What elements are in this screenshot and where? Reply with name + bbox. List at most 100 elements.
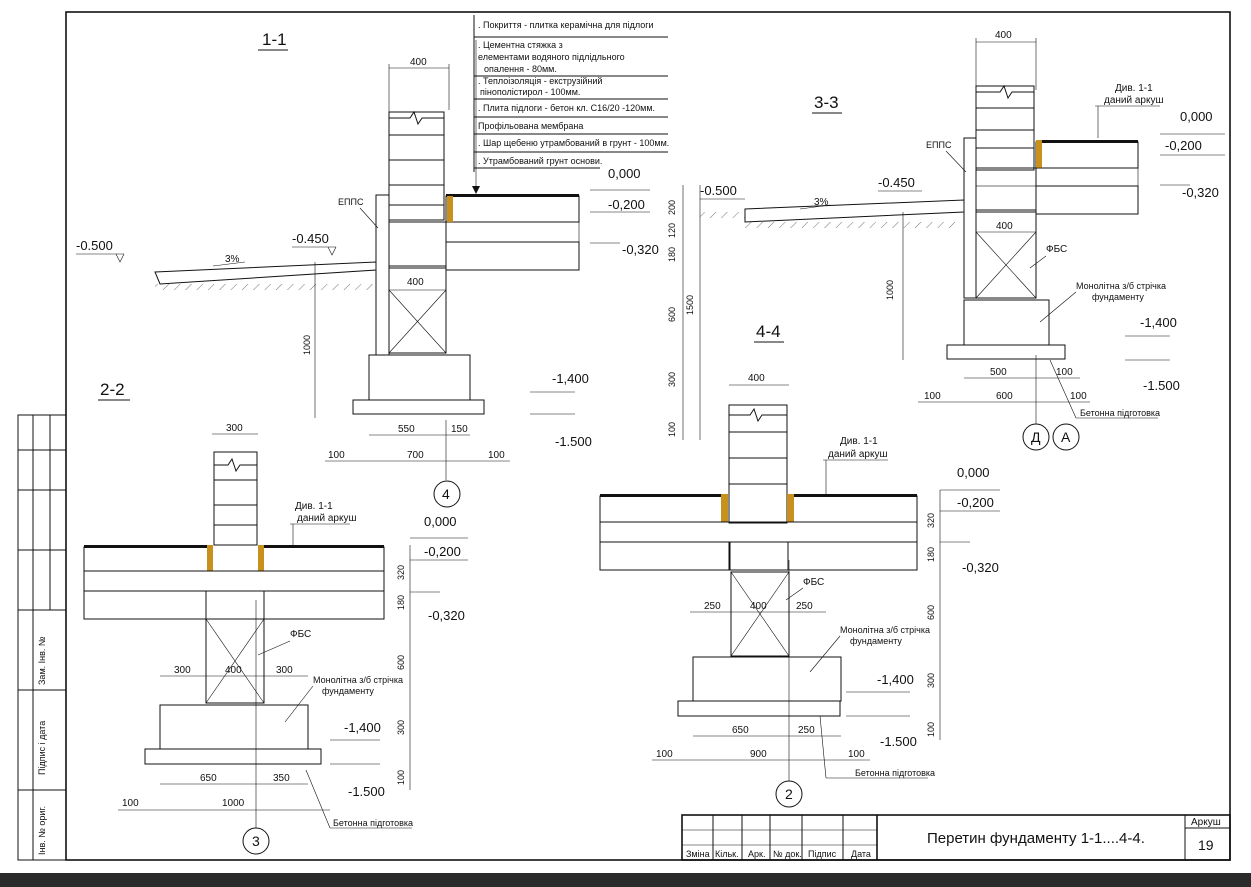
fbs-width-400: 400 xyxy=(407,277,424,288)
fbs-width-400: 400 xyxy=(996,221,1013,232)
title-block: Зміна Кільк. Арк. № док. Підпис Дата Пер… xyxy=(681,814,1231,861)
stamp-col-ark: Арк. xyxy=(748,849,765,859)
dim-650: 650 xyxy=(732,725,749,736)
lvl-0450: -0.450 xyxy=(292,231,329,246)
dim-180: 180 xyxy=(926,547,936,562)
legend-line-9: . Шар щебеню утрамбований в грунт - 100м… xyxy=(478,138,669,148)
lvl-0200: -0,200 xyxy=(424,544,461,559)
lvl-1400: -1,400 xyxy=(877,672,914,687)
legend-line-6: пінополістирол - 100мм. xyxy=(480,87,580,97)
side-zam: Зам. Інв. № xyxy=(37,636,47,685)
dim-180: 180 xyxy=(667,247,677,262)
mono-line-2: фундаменту xyxy=(322,686,374,696)
section-1-1: 1-1 400 ЕППС 400 3% xyxy=(76,30,701,508)
lvl-1500: -1.500 xyxy=(348,784,385,799)
legend-line-4: опалення - 80мм. xyxy=(484,64,557,74)
stamp-col-zmina: Зміна xyxy=(686,849,710,859)
dim-200: 200 xyxy=(667,200,677,215)
dim-150: 150 xyxy=(451,424,468,435)
slope-3pct: 3% xyxy=(225,254,240,265)
axis-4: 4 xyxy=(442,486,450,502)
dim-600: 600 xyxy=(396,655,406,670)
axis-2: 2 xyxy=(785,786,793,802)
dim-600: 600 xyxy=(996,391,1013,402)
dim-400-top: 400 xyxy=(410,57,427,68)
lvl-0000: 0,000 xyxy=(957,465,990,480)
dim-100-left: 100 xyxy=(656,749,673,760)
lvl-0500: -0.500 xyxy=(700,183,737,198)
dim-1500: 1500 xyxy=(685,295,695,315)
ref-line-2: даний аркуш xyxy=(297,513,357,524)
lvl-0320: -0,320 xyxy=(962,560,999,575)
side-stamp: Зам. Інв. № Підпис і дата Інв. № ориг. xyxy=(17,414,67,861)
lvl-0200: -0,200 xyxy=(608,197,645,212)
dim-100-right: 100 xyxy=(848,749,865,760)
stamp-col-kilk: Кільк. xyxy=(715,849,739,859)
dim-100-v: 100 xyxy=(926,722,936,737)
dim-500: 500 xyxy=(990,367,1007,378)
lvl-1400: -1,400 xyxy=(552,371,589,386)
lvl-0320: -0,320 xyxy=(428,608,465,623)
dim-250-a: 250 xyxy=(704,601,721,612)
dim-300-a: 300 xyxy=(174,665,191,676)
lvl-0200: -0,200 xyxy=(1165,138,1202,153)
section-3-3-title: 3-3 xyxy=(814,93,839,112)
dim-250-b: 250 xyxy=(796,601,813,612)
ref-line-2: даний аркуш xyxy=(828,449,888,460)
dim-320: 320 xyxy=(926,513,936,528)
axis-A: А xyxy=(1061,429,1071,445)
stamp-col-data: Дата xyxy=(851,849,871,859)
dim-120: 120 xyxy=(667,223,677,238)
dim-100-left: 100 xyxy=(924,391,941,402)
mono-line-2: фундаменту xyxy=(850,636,902,646)
mono-line-1: Монолітна з/б стрічка xyxy=(1076,281,1166,291)
ref-line-2: даний аркуш xyxy=(1104,95,1164,106)
dim-180: 180 xyxy=(396,595,406,610)
sheet-number: 19 xyxy=(1198,837,1214,853)
bet-label: Бетонна підготовка xyxy=(333,818,413,828)
dim-320: 320 xyxy=(396,565,406,580)
dim-600: 600 xyxy=(926,605,936,620)
legend-line-2: . Цементна стяжка з xyxy=(478,40,563,50)
lvl-0200: -0,200 xyxy=(957,495,994,510)
dim-700: 700 xyxy=(407,450,424,461)
legend-line-3: елементами водяного підлідльного xyxy=(478,52,625,62)
section-2-2: 2-2 300 ФБС Див. 1-1 даний аркуш xyxy=(83,380,468,855)
dim-250: 250 xyxy=(798,725,815,736)
sheet-label: Аркуш xyxy=(1191,817,1221,828)
fbs-label: ФБС xyxy=(1046,244,1067,255)
lvl-1500: -1.500 xyxy=(1143,378,1180,393)
side-inv: Інв. № ориг. xyxy=(37,806,47,855)
lvl-0450: -0.450 xyxy=(878,175,915,190)
legend-line-5: . Теплоізоляція - екструзійний xyxy=(478,76,602,86)
dim-100-v: 100 xyxy=(396,770,406,785)
stamp-col-dok: № док. xyxy=(773,849,802,859)
section-3-3: 3-3 400 ЕППС 400 ФБС xyxy=(700,30,1225,451)
ref-line-1: Див. 1-1 xyxy=(295,501,333,512)
dim-1000: 1000 xyxy=(222,798,245,809)
dim-600: 600 xyxy=(667,307,677,322)
side-pidpys: Підпис і дата xyxy=(37,721,47,775)
dim-100-right: 100 xyxy=(488,450,505,461)
mono-line-2: фундаменту xyxy=(1092,292,1144,302)
bet-label: Бетонна підготовка xyxy=(855,768,935,778)
legend-line-7: . Плита підлоги - бетон кл. С16/20 -120м… xyxy=(478,103,655,113)
lvl-1400: -1,400 xyxy=(344,720,381,735)
drawing-title: Перетин фундаменту 1-1....4-4. xyxy=(927,830,1145,847)
dim-400: 400 xyxy=(750,601,767,612)
lvl-0000: 0,000 xyxy=(608,166,641,181)
axis-D: Д xyxy=(1031,429,1041,445)
lvl-1500: -1.500 xyxy=(880,734,917,749)
epps-label: ЕППС xyxy=(338,197,364,207)
dark-left-margin xyxy=(0,0,14,873)
taskbar xyxy=(0,873,1251,887)
lvl-0500: -0.500 xyxy=(76,238,113,253)
fbs-label: ФБС xyxy=(803,577,824,588)
dim-100-left: 100 xyxy=(328,450,345,461)
bet-label: Бетонна підготовка xyxy=(1080,408,1160,418)
lvl-0000: 0,000 xyxy=(1180,109,1213,124)
mono-line-1: Монолітна з/б стрічка xyxy=(313,675,403,685)
dim-300-v: 300 xyxy=(396,720,406,735)
lvl-1500: -1.500 xyxy=(555,434,592,449)
dim-400: 400 xyxy=(225,665,242,676)
